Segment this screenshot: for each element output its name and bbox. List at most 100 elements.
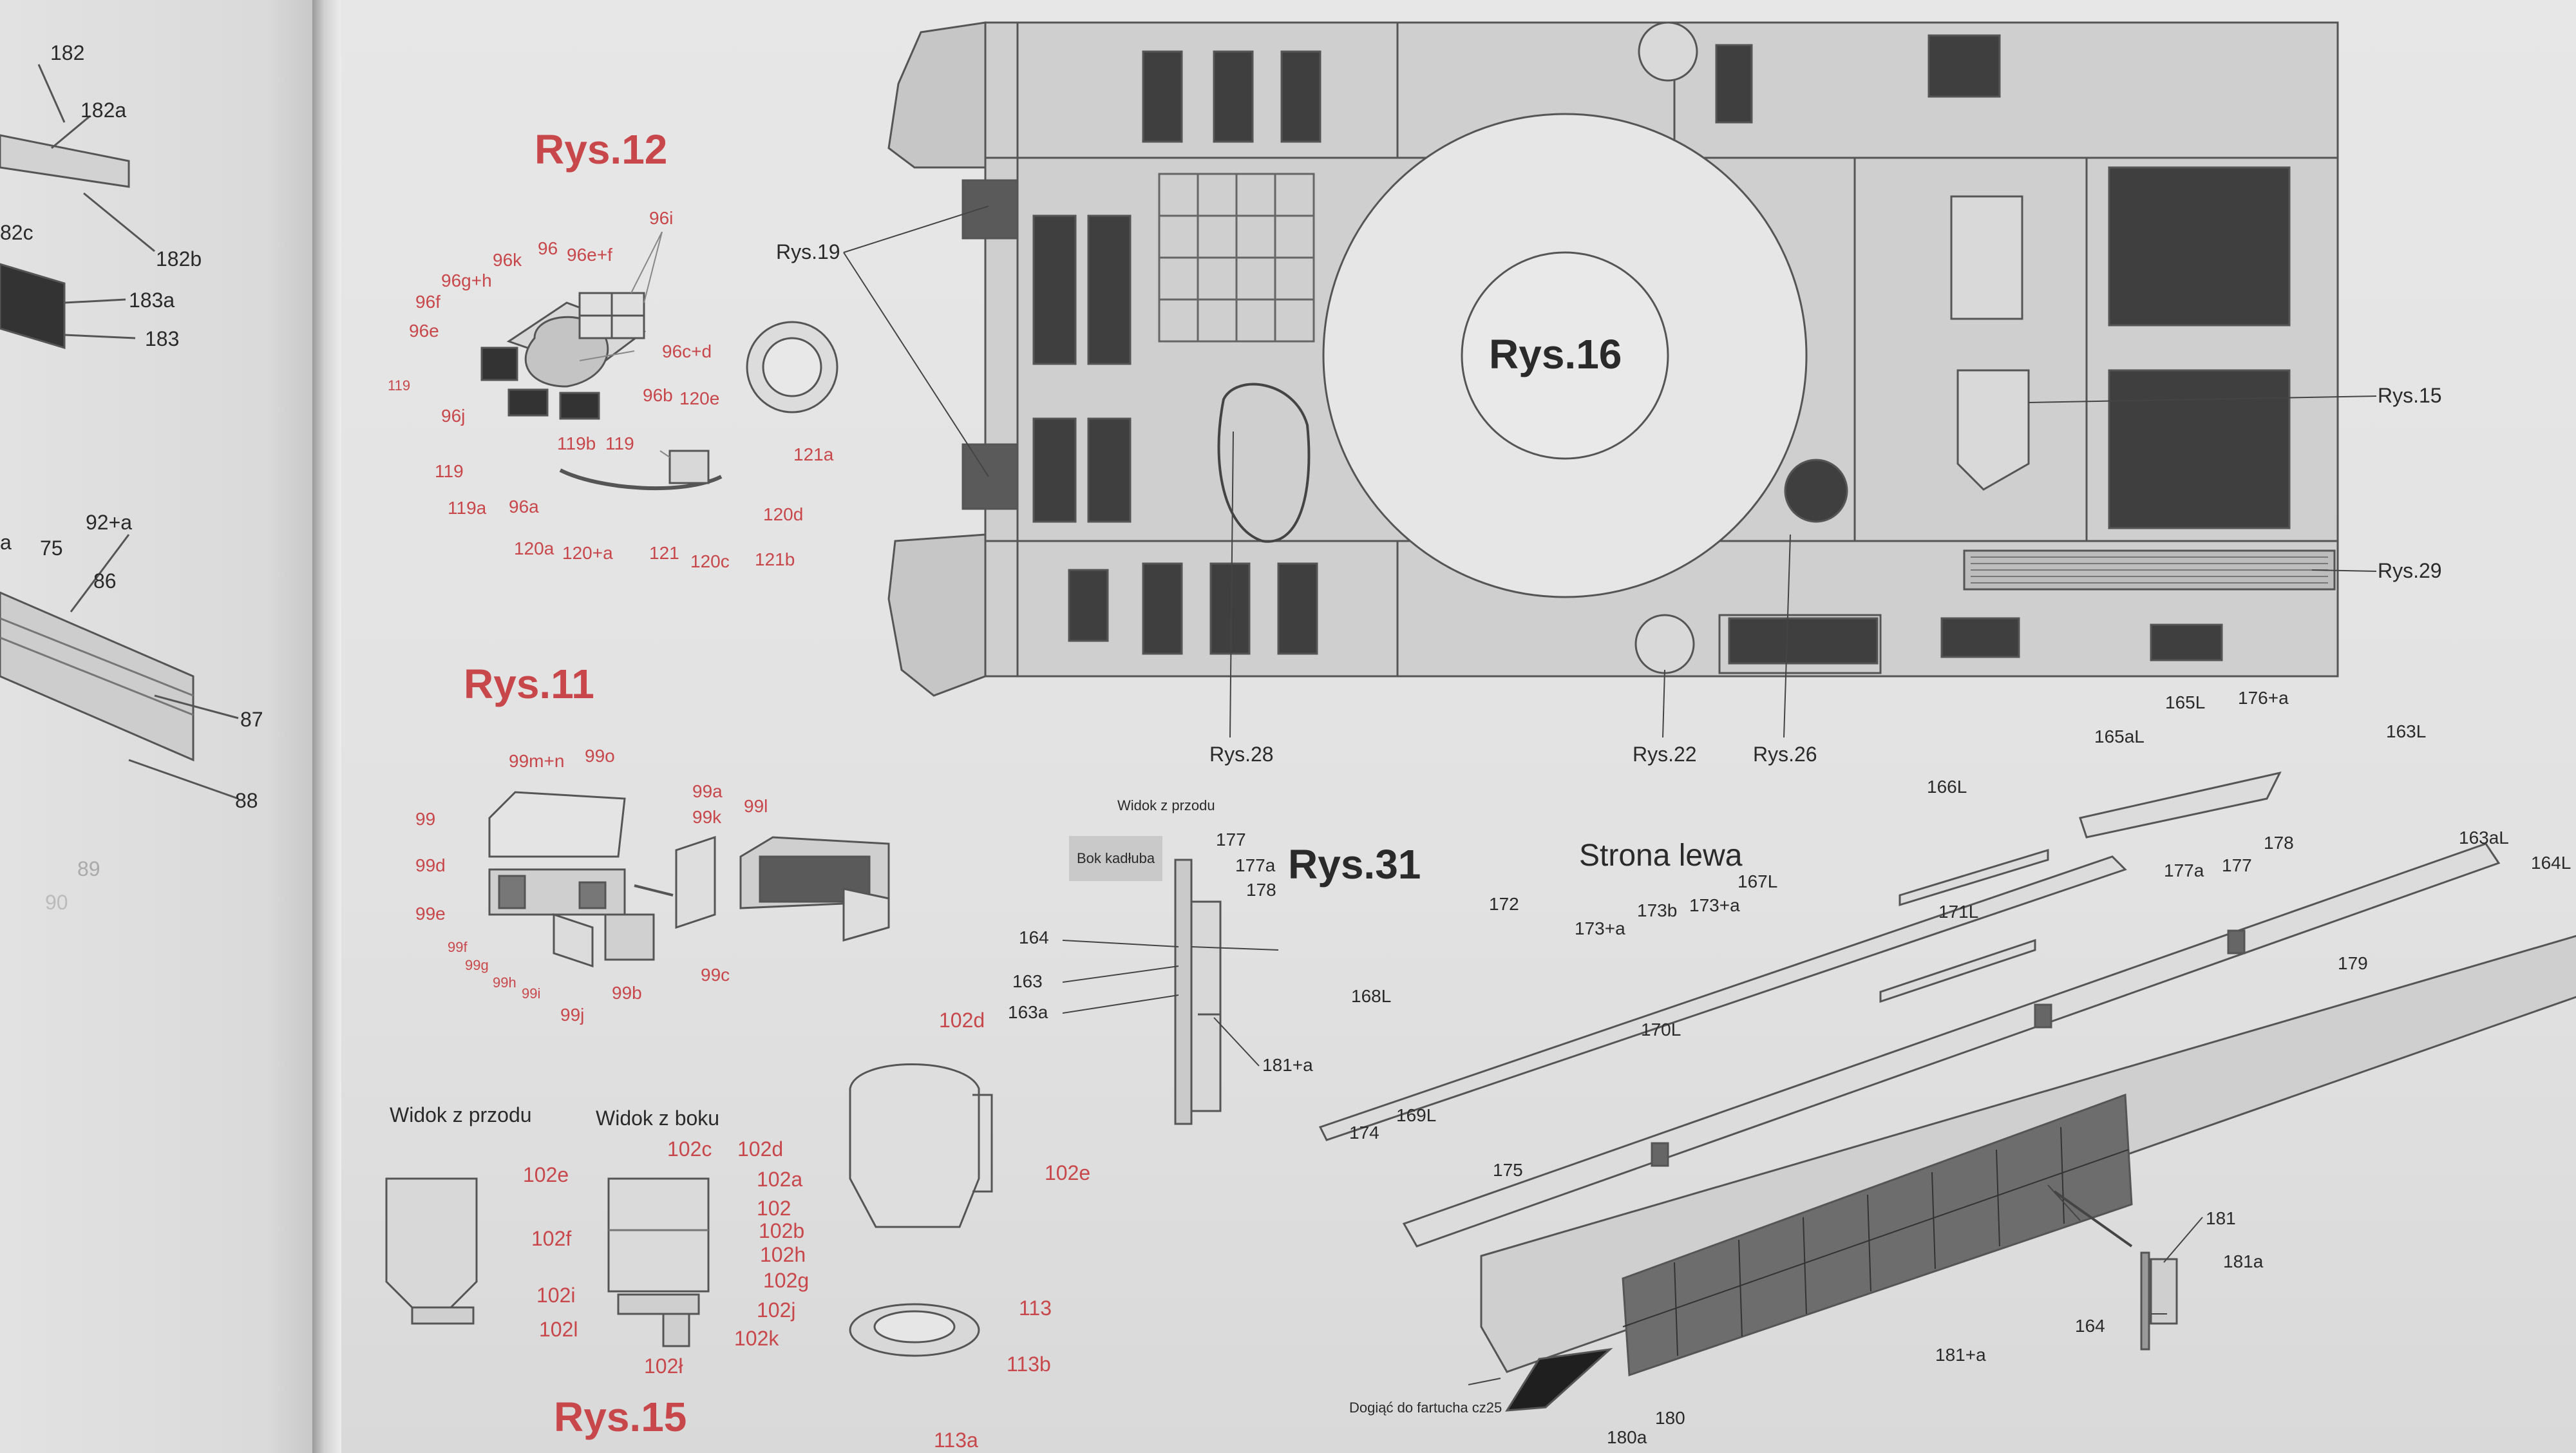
part-label: 82c [0,221,33,244]
part-label: 96e+f [567,245,612,265]
part-label: 96i [649,208,674,228]
part-label: 102b [759,1219,805,1242]
book-gutter [312,0,341,1453]
part-label: 99 [415,809,436,829]
part-label: 183a [129,289,175,312]
part-label: 96f [415,292,440,312]
rys16-leader-lines [843,205,2377,738]
part-label: 119 [435,461,464,481]
ref-label: Rys.15 [2378,384,2442,407]
part-label: 102l [539,1318,578,1341]
part-label: 99f [448,939,468,955]
part-label: 163L [2386,721,2427,741]
part-label: 183 [145,327,180,350]
part-label: 177a [2164,860,2204,880]
part-label: 96c+d [662,341,712,361]
part-label: 167L [1738,871,1778,891]
part-label: 113a [934,1429,978,1452]
part-label: 173+a [1575,918,1625,938]
part-label: 99b [612,983,642,1003]
part-label: 102c [667,1137,712,1161]
part-label: 102k [734,1327,779,1350]
part-label: 99c [701,965,730,985]
rys31-drawing [1174,771,2576,1412]
part-label: 75 [40,537,63,560]
part-label: 88 [235,789,258,812]
part-label: 164 [1019,927,1049,947]
part-label: 121a [793,444,834,464]
part-label: 169L [1396,1105,1437,1125]
part-label: 96g+h [441,271,492,290]
part-label: 170L [1641,1020,1681,1040]
part-label: 102e [523,1163,569,1186]
part-label: 99h [493,974,516,991]
ref-label: Rys.29 [2378,559,2442,582]
part-label: 102d [737,1137,784,1161]
part-label: 120d [763,504,804,524]
part-label: 96k [493,250,522,270]
part-label: 163aL [2459,828,2509,848]
part-label: 182 [50,41,85,64]
ref-label: Rys.28 [1209,743,1274,766]
part-label: 102ł [644,1354,683,1378]
part-label: 179 [2338,953,2368,973]
part-label: 181 [2206,1208,2236,1228]
part-label: 180 [1655,1408,1685,1428]
part-label: 96a [509,497,539,517]
part-label: 99m+n [509,751,565,771]
part-label: 180a [1607,1427,1647,1447]
part-label: 181+a [1262,1055,1313,1075]
part-label: 119a [448,498,487,518]
view-label-side: Widok z boku [596,1106,720,1130]
part-label: 99d [415,855,446,875]
part-label: 163a [1008,1002,1048,1022]
part-label: 121 [649,543,679,563]
part-label: 173+a [1689,895,1740,915]
view-label-front: Widok z przodu [390,1103,532,1126]
rys11-drawing [488,791,890,968]
figure-title-rys15: Rys.15 [554,1394,687,1440]
part-label: 99j [560,1005,585,1025]
part-label: 102a [757,1168,803,1191]
part-label: 177 [1216,830,1246,850]
part-label: 173b [1637,900,1678,920]
part-label: 86 [93,569,117,593]
part-label: 175 [1493,1160,1523,1180]
part-label: 174 [1349,1123,1379,1143]
part-label: 181a [2223,1251,2264,1271]
side-title-left: Strona lewa [1579,839,1743,873]
part-label: 99o [585,746,615,766]
left-page-parts [0,64,239,800]
part-label: 168L [1351,986,1392,1006]
part-label: 87 [240,708,263,731]
part-label: 99i [522,985,541,1002]
part-label: 164L [2531,853,2571,873]
part-label: 165L [2165,692,2206,712]
ref-label: Rys.26 [1753,743,1817,766]
part-label: 166L [1927,777,1967,797]
part-label: 102 [757,1197,791,1220]
part-label: 102d [939,1009,985,1032]
ref-label: Rys.22 [1633,743,1697,766]
figure-title-rys12: Rys.12 [535,126,668,173]
rys12-leader-lines [579,231,670,458]
part-label: 120a [514,538,554,558]
figure-title-rys16: Rys.16 [1489,331,1622,377]
part-label: 99l [744,796,768,816]
part-label: 181+a [1935,1345,1986,1365]
view-label-front: Widok z przodu [1117,797,1215,813]
rys31-leader-lines [1062,940,2203,1385]
part-label: 102g [763,1269,810,1292]
part-label: 176+a [2238,688,2289,708]
part-label: 178 [2264,833,2294,853]
part-label: 177 [2222,855,2252,875]
instruction-note: Dogiąć do fartucha cz25 [1349,1400,1502,1416]
part-label: 120e [679,388,720,408]
part-label: 102h [760,1243,806,1266]
part-label: 113b [1007,1353,1051,1376]
part-label: 99g [465,957,489,973]
part-label: 96e [409,321,439,341]
part-label: 121b [755,549,795,569]
part-label: 120+a [562,543,613,563]
